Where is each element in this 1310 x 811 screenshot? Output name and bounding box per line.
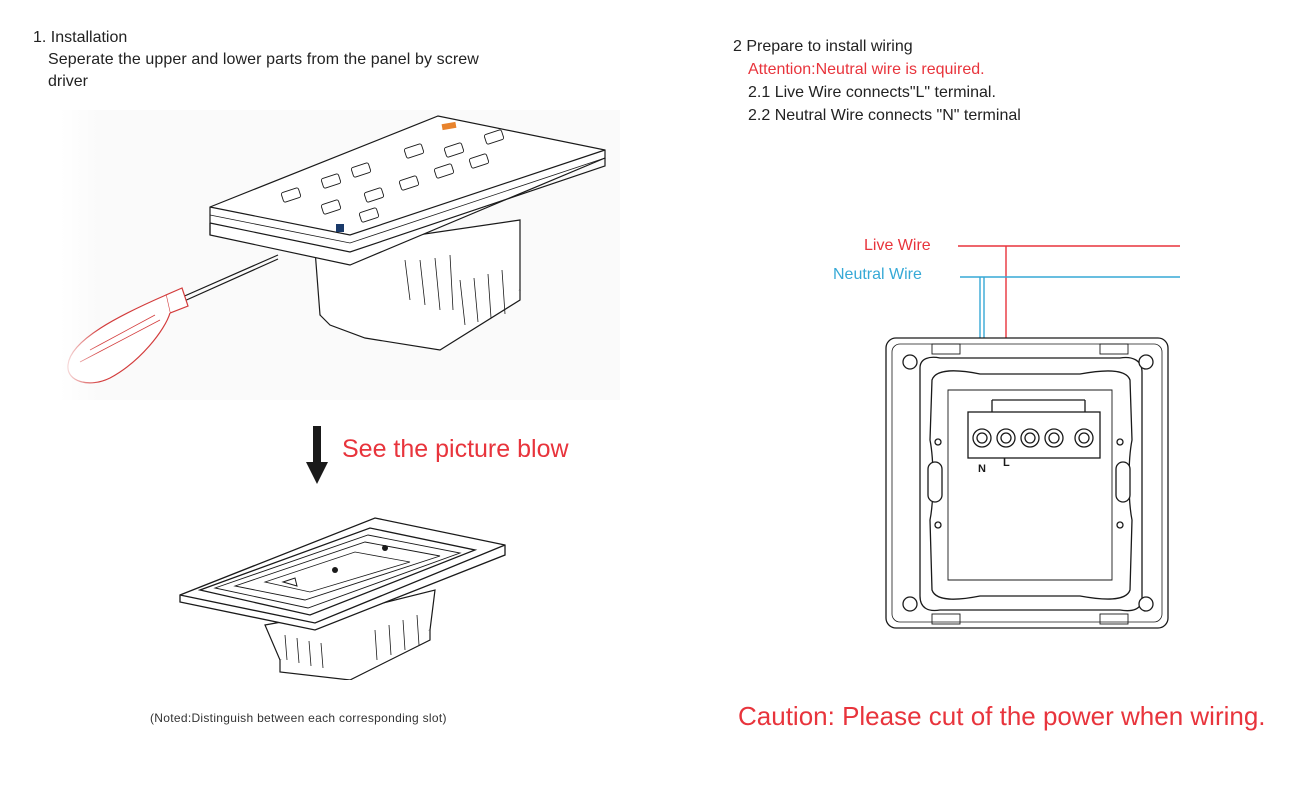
installation-description-cont: driver — [48, 73, 89, 90]
wiring-heading: 2 Prepare to install wiring — [733, 38, 913, 55]
terminal-n-label: N — [978, 463, 986, 475]
installation-heading: 1. Installation — [33, 29, 128, 46]
arrow-down-icon — [306, 426, 328, 484]
step-neutral-wire: 2.2 Neutral Wire connects "N" terminal — [748, 107, 1021, 124]
wiring-diagram: N L — [885, 245, 1180, 629]
neutral-wire-label: Neutral Wire — [833, 266, 922, 283]
attention-text: Attention:Neutral wire is required. — [748, 61, 985, 78]
slot-note: (Noted:Distinguish between each correspo… — [150, 711, 447, 725]
lower-part-illustration — [179, 517, 506, 680]
caution-text: Caution: Please cut of the power when wi… — [738, 701, 1266, 731]
live-wire-label: Live Wire — [864, 237, 931, 254]
step-live-wire: 2.1 Live Wire connects"L" terminal. — [748, 84, 996, 101]
terminal-l-label: L — [1003, 457, 1010, 469]
panel-separation-illustration — [60, 110, 620, 400]
arrow-label: See the picture blow — [342, 435, 569, 463]
installation-description: Seperate the upper and lower parts from … — [48, 51, 479, 68]
